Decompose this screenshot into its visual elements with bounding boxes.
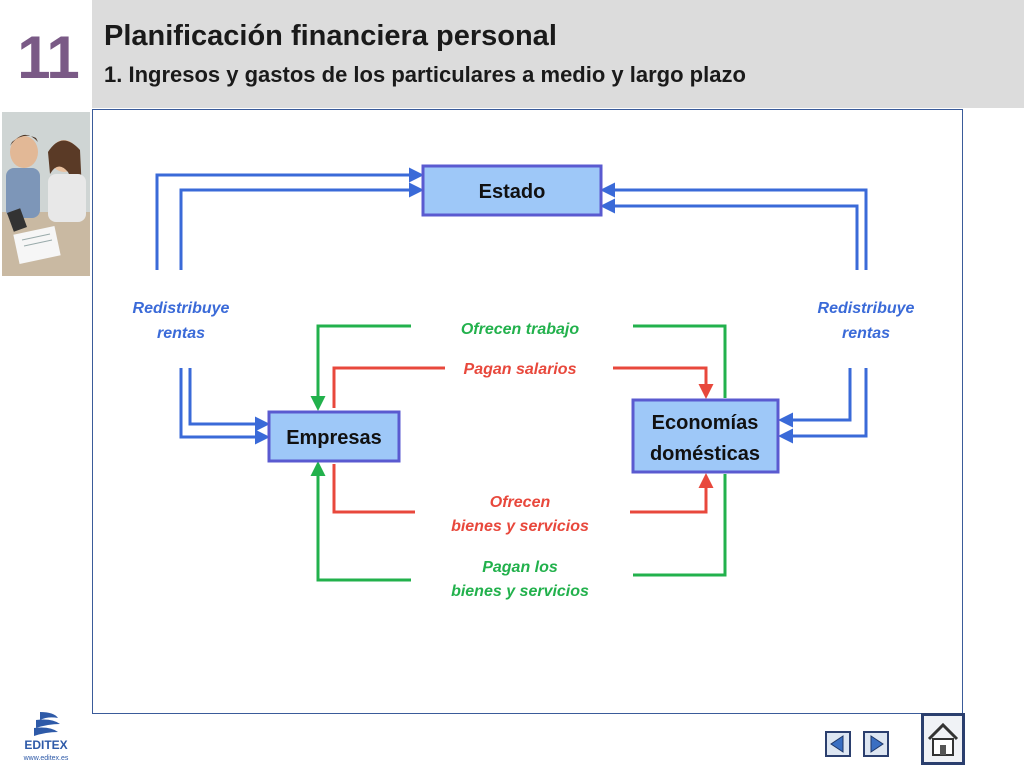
- header-band: [92, 0, 1024, 108]
- node-economias-label-2: domésticas: [650, 443, 760, 465]
- flow-ofrecen-bienes-right: [630, 473, 714, 514]
- prev-arrow-icon: [825, 731, 851, 757]
- home-icon: [921, 713, 965, 765]
- editex-logo-icon: EDITEX www.editex.es: [23, 712, 69, 762]
- next-arrow-icon: [863, 731, 889, 757]
- flow-redistribuye-to-economias-1: [778, 368, 852, 428]
- label-ofrecen-trabajo: Ofrecen trabajo: [461, 321, 579, 338]
- red-flows: [332, 366, 714, 514]
- flow-economias-to-estado: [600, 182, 868, 270]
- flow-redistribuye-to-empresas-2: [188, 368, 270, 432]
- flow-pagan-bienes-left: [310, 461, 411, 582]
- node-estado: Estado: [421, 164, 603, 217]
- flow-estado-to-economias-outer: [600, 198, 859, 270]
- node-economias-label-1: Economías: [652, 412, 759, 434]
- people-photo: [2, 112, 90, 276]
- flow-pagan-bienes-right: [633, 474, 727, 577]
- label-ofrecen-bienes-2: bienes y servicios: [451, 518, 589, 535]
- label-pagan-bienes-1: Pagan los: [482, 559, 558, 576]
- label-redistribuye-left-2: rentas: [157, 325, 205, 342]
- flow-ofrecen-trabajo-right: [633, 324, 727, 398]
- label-pagan-salarios: Pagan salarios: [464, 361, 577, 378]
- home-button[interactable]: [921, 713, 965, 765]
- page-title: Planificación financiera personal: [104, 20, 557, 52]
- editex-logo: EDITEX www.editex.es: [14, 710, 78, 762]
- flow-pagan-salarios-right: [613, 366, 714, 399]
- label-ofrecen-bienes-1: Ofrecen: [490, 494, 551, 511]
- editex-url: www.editex.es: [23, 755, 69, 762]
- flow-pagan-salarios-left: [332, 366, 445, 408]
- photo-illustration: [2, 112, 90, 276]
- label-redistribuye-left-1: Redistribuye: [133, 300, 230, 317]
- editex-logo-text: EDITEX: [24, 738, 67, 752]
- node-economias: Economías domésticas: [631, 398, 780, 474]
- flow-redistribuye-to-economias-2: [778, 368, 868, 444]
- blue-flows: [155, 167, 868, 445]
- page-subtitle: 1. Ingresos y gastos de los particulares…: [104, 62, 746, 87]
- node-empresas: Empresas: [267, 410, 401, 463]
- label-redistribuye-right-1: Redistribuye: [818, 300, 915, 317]
- flow-redistribuye-to-empresas-1: [179, 368, 270, 445]
- green-flows: [310, 324, 727, 582]
- next-button[interactable]: [863, 731, 889, 757]
- prev-button[interactable]: [825, 731, 851, 757]
- node-empresas-label: Empresas: [286, 427, 382, 449]
- label-redistribuye-right-2: rentas: [842, 325, 890, 342]
- flow-empresas-to-estado: [155, 167, 424, 270]
- flow-ofrecen-bienes-left: [332, 464, 415, 514]
- chapter-number: 11: [17, 24, 79, 91]
- node-estado-label: Estado: [479, 181, 546, 203]
- flow-estado-to-empresas-outer: [179, 182, 424, 270]
- flow-ofrecen-trabajo-left: [310, 324, 411, 411]
- label-pagan-bienes-2: bienes y servicios: [451, 583, 589, 600]
